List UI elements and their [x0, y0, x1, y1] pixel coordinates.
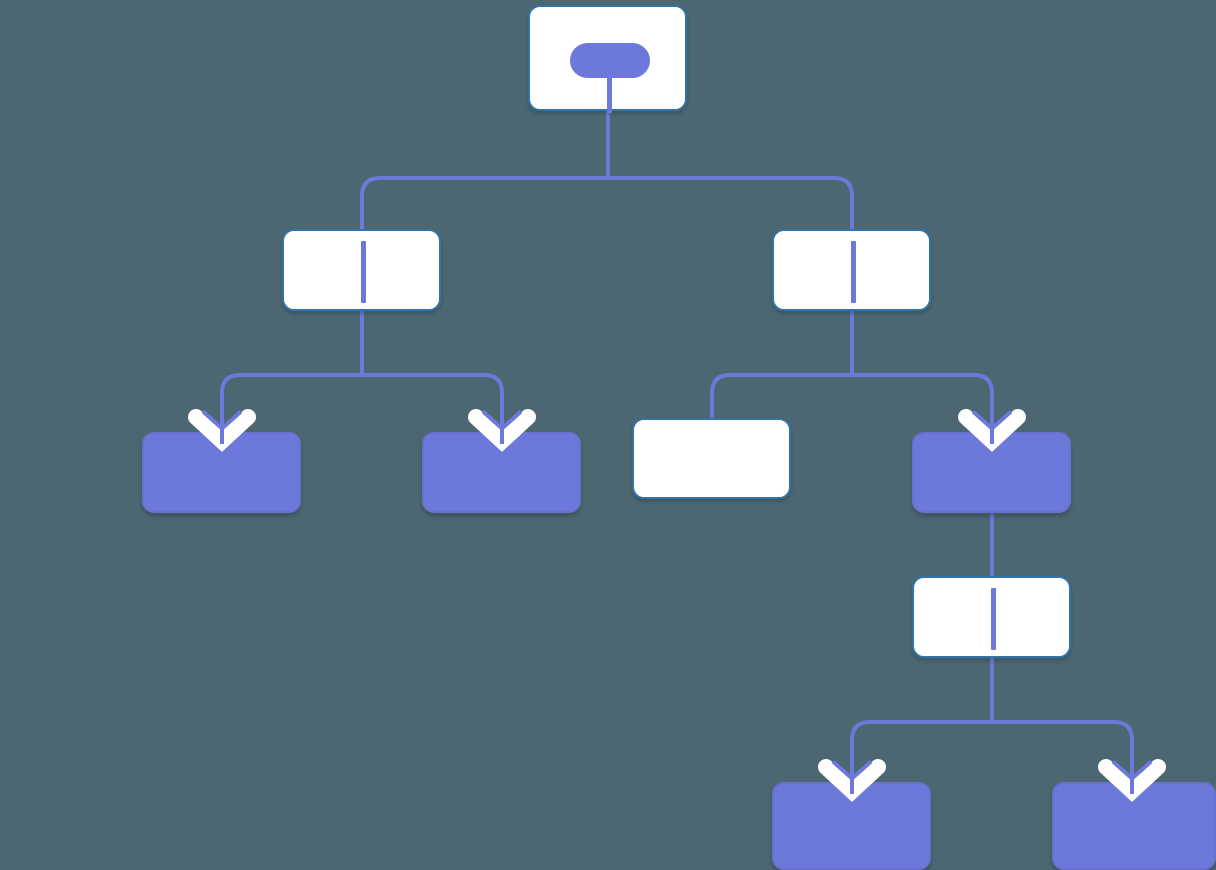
node-inner-connector-line [607, 67, 612, 113]
tree-node-l1-right[interactable] [772, 229, 931, 311]
tree-node-l2-d[interactable] [912, 432, 1071, 513]
tree-node-l4-a[interactable] [772, 782, 931, 870]
node-inner-connector-line [851, 241, 856, 303]
tree-node-l3[interactable] [912, 576, 1071, 658]
tree-node-l2-c[interactable] [632, 418, 791, 499]
tree-node-l4-b[interactable] [1052, 782, 1216, 870]
tree-node-l2-a[interactable] [142, 432, 301, 513]
tree-node-l2-b[interactable] [422, 432, 581, 513]
node-inner-connector-line [361, 241, 366, 303]
tree-node-l1-left[interactable] [282, 229, 441, 311]
node-inner-connector-line [991, 588, 996, 650]
tree-node-root[interactable] [528, 5, 687, 113]
